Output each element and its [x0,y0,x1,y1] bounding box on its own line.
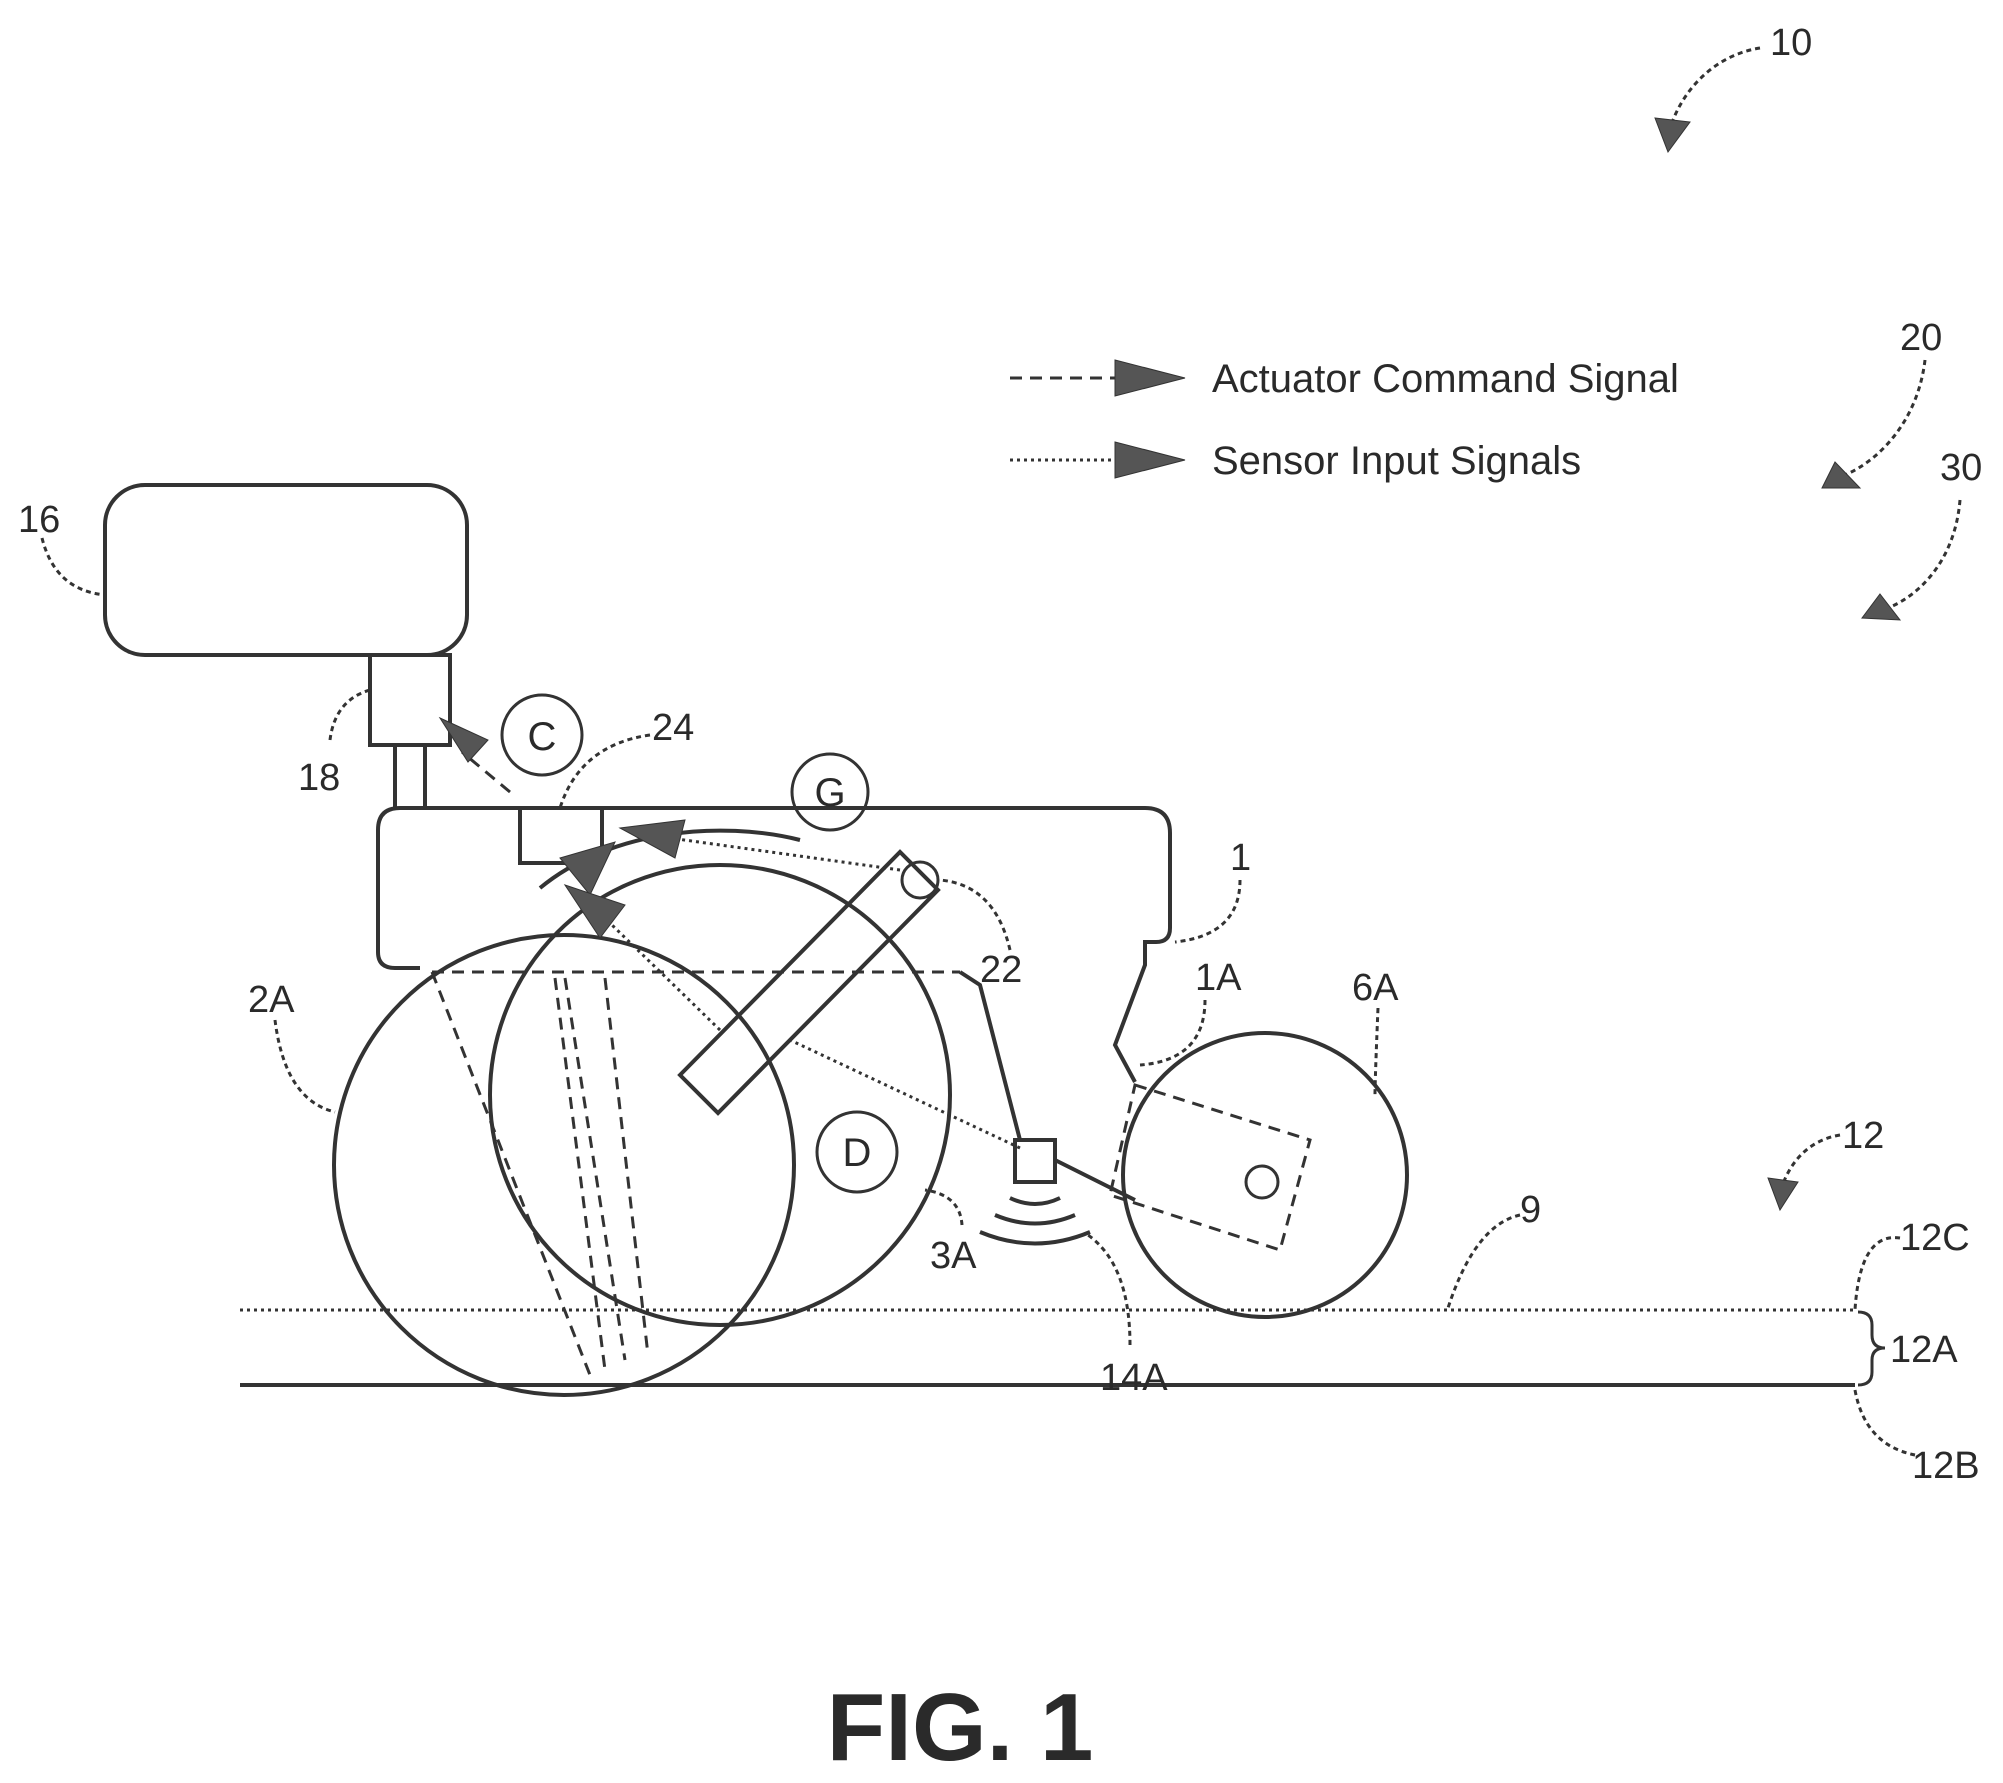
ref-20-arrow [1822,360,1925,488]
actuator-box-18 [370,655,450,745]
legend-actuator-label: Actuator Command Signal [1212,357,1679,401]
leader-6a [1375,1008,1378,1095]
leader-9 [1448,1215,1520,1308]
ref-1: 1 [1230,837,1251,879]
leader-12c [1855,1238,1900,1310]
wheel-6a [1123,1033,1407,1317]
circle-c-label: C [528,715,557,759]
sensor-14a [1015,1140,1055,1182]
leader-24 [560,735,650,808]
legend-dotted-arrowhead [1115,442,1185,478]
ref-16: 16 [18,499,60,541]
controller-box [105,485,467,655]
command-signal-arrowhead [440,718,488,762]
ref-12c: 12C [1900,1217,1970,1259]
ref-12a: 12A [1890,1329,1958,1371]
ref-9: 9 [1520,1189,1541,1231]
leader-22 [940,880,1010,950]
ref-1a: 1A [1195,957,1242,999]
sensor-signal-path [612,925,720,1030]
ref-14a: 14A [1100,1357,1168,1399]
ref-12-arrow [1768,1135,1840,1210]
ref-18: 18 [298,757,340,799]
wave-2 [995,1215,1075,1224]
ref-2a: 2A [248,979,295,1021]
sensor-signal-14a [790,1040,1020,1148]
ref-10: 10 [1770,22,1812,64]
leader-18 [330,690,370,740]
ref-20: 20 [1900,317,1942,359]
bracket-12a [1858,1312,1885,1385]
ref-3a: 3A [930,1235,977,1277]
leader-14a [1088,1235,1130,1345]
rotating-arm [680,852,938,1113]
ref-12: 12 [1842,1115,1884,1157]
ref-24: 24 [652,707,694,749]
circle-d-label: D [843,1131,872,1175]
closing-hub [1246,1166,1278,1198]
leader-16 [42,538,105,595]
ref-22: 22 [980,949,1022,991]
legend: Actuator Command Signal Sensor Input Sig… [1010,357,1679,483]
frame-1-left [378,808,420,968]
legend-sensor-label: Sensor Input Signals [1212,439,1581,483]
leader-2a [275,1020,335,1112]
figure-caption: FIG. 1 [827,1674,1094,1778]
ref-12b: 12B [1912,1445,1980,1487]
ref-6a: 6A [1352,967,1399,1009]
leader-1a [1140,1000,1205,1065]
sensor-signal-22-arrowhead [620,820,685,858]
frame-1 [400,808,1170,1082]
leader-3a [925,1190,962,1225]
sensor-signal-arrowhead [565,885,625,938]
wave-3 [980,1232,1090,1244]
ref-30: 30 [1940,447,1982,489]
legend-dashed-arrowhead [1115,360,1185,396]
dashed-strut-left [432,972,590,1375]
ref-10-arrow [1655,48,1760,152]
pivot-22 [902,862,938,898]
ref-30-arrow [1862,500,1960,620]
circle-g-label: G [814,771,845,815]
wave-1 [1010,1198,1060,1204]
linkage-rod [960,972,1020,1140]
leader-12b [1855,1390,1915,1455]
leader-1 [1175,880,1240,942]
